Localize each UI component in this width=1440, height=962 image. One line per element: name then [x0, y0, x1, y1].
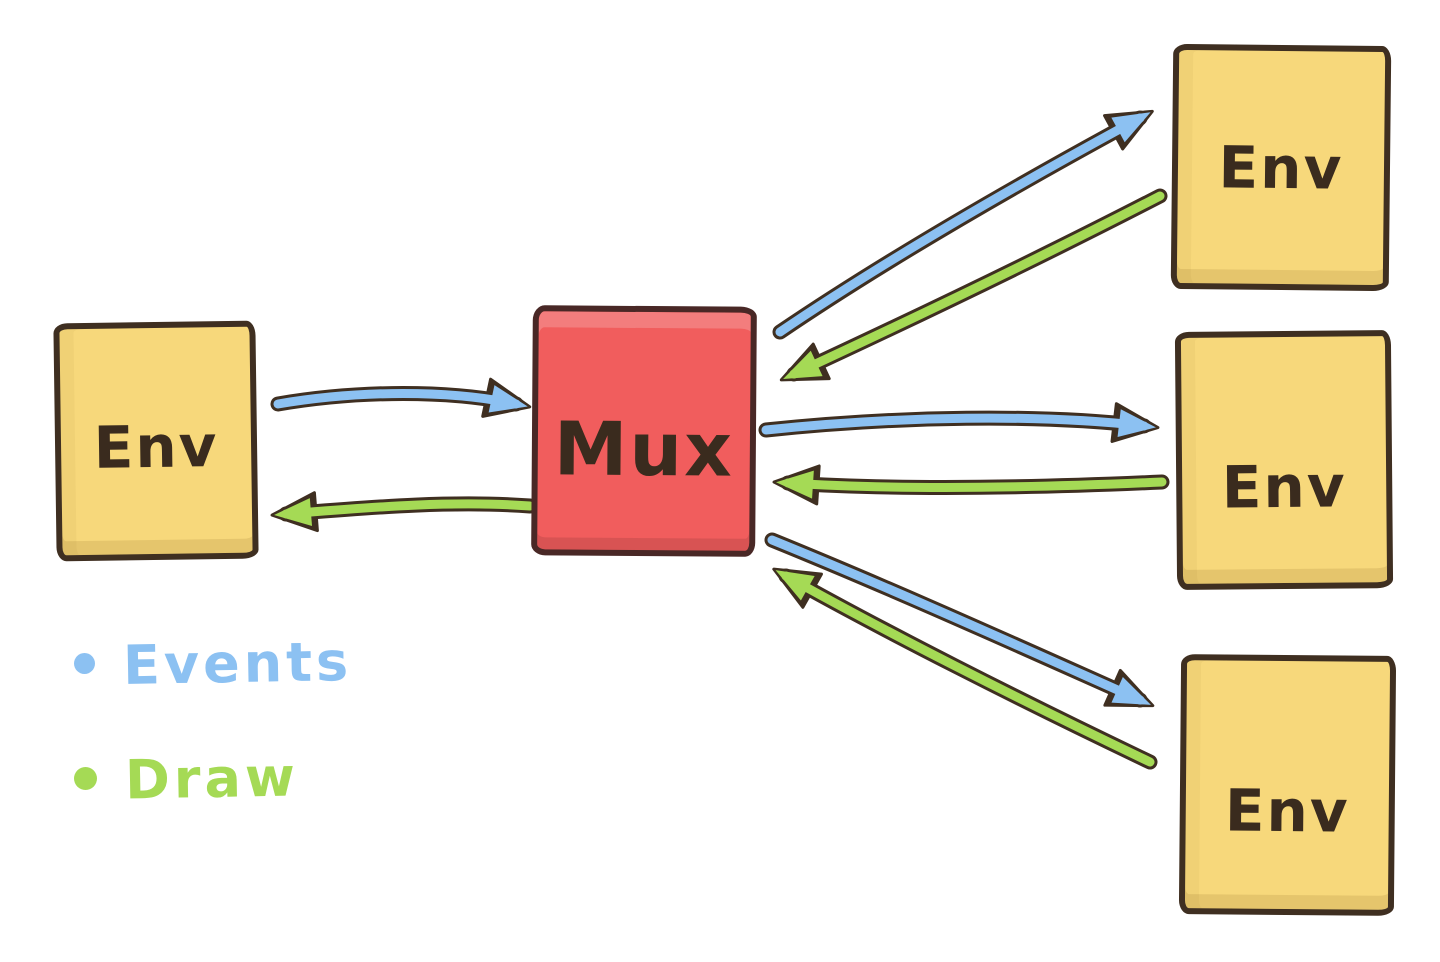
node-mux-label: Mux: [553, 406, 735, 494]
node-env-left: Env: [53, 320, 259, 562]
edge-events-mux-to-envbottom: [764, 532, 1155, 708]
draw-bullet-icon: [74, 767, 97, 790]
node-env-top-right-label: Env: [1218, 132, 1344, 203]
node-env-bottom-right-label: Env: [1224, 776, 1350, 846]
node-env-top-right: Env: [1170, 43, 1392, 292]
node-env-mid-right-label: Env: [1221, 452, 1347, 522]
edge-events-mux-to-envmid: [758, 402, 1160, 443]
edge-draw-envtop-to-mux: [779, 188, 1168, 382]
edge-draw-envmid-to-mux: [772, 464, 1170, 506]
events-bullet-icon: [74, 653, 95, 674]
legend-label-draw: Draw: [124, 745, 300, 812]
edge-events-envleft-to-mux: [270, 377, 532, 418]
edge-draw-mux-to-envleft: [270, 491, 538, 533]
node-env-bottom-right: Env: [1178, 654, 1397, 916]
legend-item-events: Events: [74, 630, 353, 697]
edge-draw-envbottom-to-mux: [772, 567, 1158, 770]
legend-item-draw: Draw: [74, 745, 352, 812]
node-env-mid-right: Env: [1174, 330, 1394, 590]
node-env-left-label: Env: [93, 412, 219, 482]
legend: Events Draw: [74, 630, 353, 812]
node-mux: Mux: [531, 305, 757, 557]
edge-events-mux-to-envtop: [772, 109, 1154, 340]
legend-label-events: Events: [122, 630, 353, 697]
